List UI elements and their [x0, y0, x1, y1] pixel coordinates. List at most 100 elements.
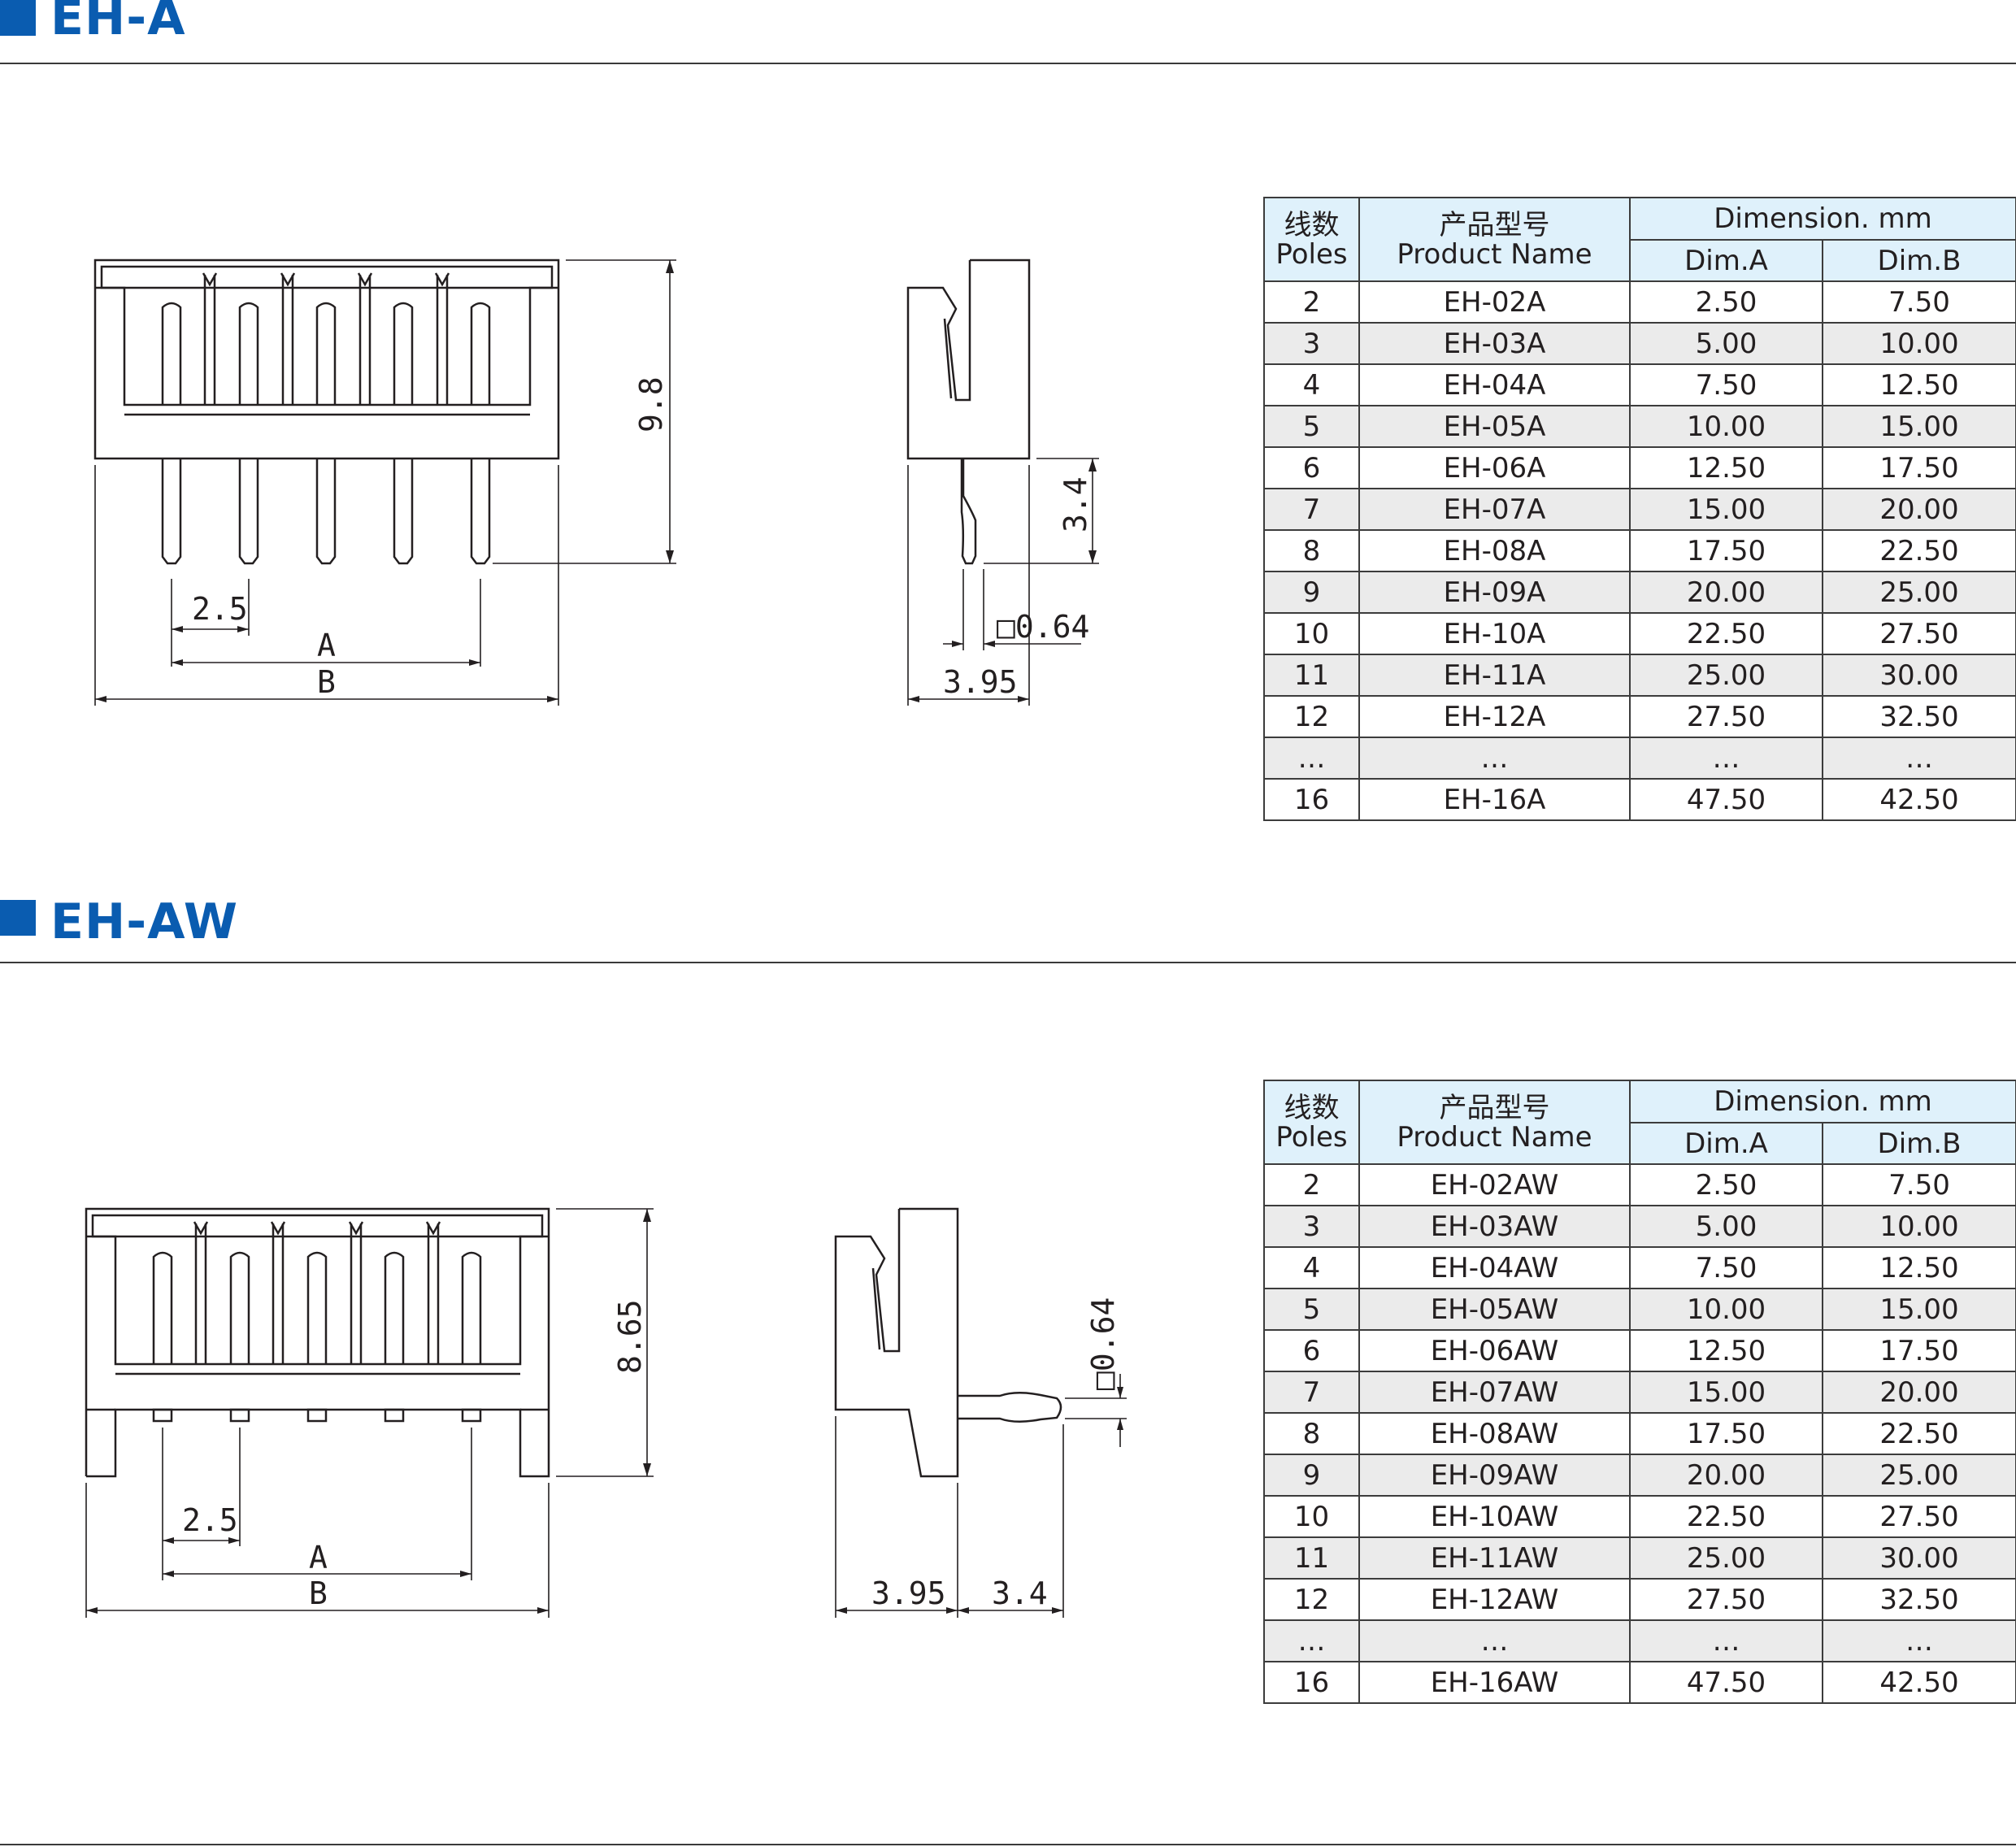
cell-poles: …	[1263, 737, 1360, 780]
cell-dim-a: 22.50	[1629, 612, 1823, 655]
cell-dim-b: 15.00	[1822, 405, 2016, 448]
cell-poles: 4	[1263, 1246, 1360, 1289]
header-product-name: 产品型号 Product Name	[1358, 197, 1631, 282]
dimension-table-eh-a: 线数 Poles 产品型号 Product Name Dimension. mm…	[1263, 197, 2016, 821]
cell-dim-b: 32.50	[1822, 1578, 2016, 1621]
cell-name: EH-04A	[1358, 363, 1631, 406]
section-header-eh-a: EH-A	[0, 0, 2016, 73]
header-name-cn: 产品型号	[1439, 208, 1550, 241]
cell-name: EH-11A	[1358, 654, 1631, 697]
pitch-dimension-label: 2.5	[192, 591, 248, 627]
header-name-cn: 产品型号	[1439, 1091, 1550, 1124]
cell-dim-b: 7.50	[1822, 280, 2016, 324]
cell-name: EH-08AW	[1358, 1412, 1631, 1455]
dimension-lines	[85, 1208, 654, 1618]
table-row: …………	[1263, 1619, 2016, 1662]
cell-dim-a: 47.50	[1629, 778, 1823, 821]
pin-slots	[193, 1221, 441, 1364]
cell-name: EH-10A	[1358, 612, 1631, 655]
side-pin	[958, 1392, 1062, 1423]
side-view-drawing-eh-aw: □0.64 3.95 3.4	[834, 1207, 1127, 1618]
section-divider	[0, 962, 2016, 963]
cell-poles: 3	[1263, 322, 1360, 365]
pin-square-label: □0.64	[1085, 1297, 1121, 1390]
housing-outline	[85, 1207, 550, 1478]
cell-dim-a: 7.50	[1629, 363, 1823, 406]
cell-name: EH-04AW	[1358, 1246, 1631, 1289]
cell-dim-a: 20.00	[1629, 1454, 1823, 1497]
cell-dim-a: 17.50	[1629, 1412, 1823, 1455]
header-poles-cn: 线数	[1284, 208, 1340, 241]
cell-dim-b: 10.00	[1822, 322, 2016, 365]
cell-dim-b: 20.00	[1822, 488, 2016, 531]
pitch-dimension-label: 2.5	[182, 1502, 238, 1538]
cell-dim-a: 10.00	[1629, 1288, 1823, 1331]
cell-poles: 2	[1263, 1163, 1360, 1206]
cell-dim-a: 20.00	[1629, 571, 1823, 614]
header-dim-b: Dim.B	[1822, 239, 2016, 282]
cell-poles: 10	[1263, 1495, 1360, 1538]
arrowheads	[86, 1209, 651, 1614]
cell-dim-a: 25.00	[1629, 654, 1823, 697]
depth-dimension-label: 3.95	[943, 664, 1018, 700]
arrowheads	[836, 1387, 1123, 1614]
pin-length-label: 3.4	[1058, 476, 1093, 532]
cell-dim-a: 15.00	[1629, 488, 1823, 531]
pin-length-label: 3.4	[992, 1575, 1048, 1611]
header-name-en: Product Name	[1397, 1120, 1592, 1154]
dimension-table-eh-aw: 线数 Poles 产品型号 Product Name Dimension. mm…	[1263, 1080, 2016, 1704]
pin-square-label: □0.64	[997, 609, 1089, 645]
cell-dim-b: 20.00	[1822, 1371, 2016, 1414]
cell-dim-b: 22.50	[1822, 1412, 2016, 1455]
cell-name: EH-16A	[1358, 778, 1631, 821]
cell-poles: 2	[1263, 280, 1360, 324]
depth-dimension-label: 3.95	[871, 1575, 946, 1611]
cell-poles: 6	[1263, 446, 1360, 489]
cell-dim-b: 30.00	[1822, 1536, 2016, 1580]
cell-name: …	[1358, 737, 1631, 780]
cell-name: EH-16AW	[1358, 1661, 1631, 1704]
section-title: EH-AW	[50, 893, 239, 950]
cell-name: EH-07A	[1358, 488, 1631, 531]
cell-poles: 7	[1263, 488, 1360, 531]
cell-dim-a: …	[1629, 737, 1823, 780]
cell-poles: 7	[1263, 1371, 1360, 1414]
header-poles: 线数 Poles	[1263, 1080, 1360, 1165]
cell-name: …	[1358, 1619, 1631, 1662]
header-dim-b: Dim.B	[1822, 1122, 2016, 1165]
cell-name: EH-08A	[1358, 529, 1631, 572]
cell-dim-a: 47.50	[1629, 1661, 1823, 1704]
cell-dim-a: 27.50	[1629, 1578, 1823, 1621]
cell-name: EH-03A	[1358, 322, 1631, 365]
cell-poles: 9	[1263, 1454, 1360, 1497]
cell-poles: 12	[1263, 1578, 1360, 1621]
cell-dim-a: 5.00	[1629, 1205, 1823, 1248]
pins	[161, 302, 491, 565]
page-bottom-divider	[0, 1844, 2016, 1845]
arrowheads	[908, 458, 1097, 702]
cell-dim-a: 2.50	[1629, 280, 1823, 324]
front-view-drawing-eh-a: 2.5 A B 9.8	[93, 259, 676, 706]
side-view-drawing-eh-a: 3.4 □0.64 3.95	[906, 259, 1099, 706]
cell-dim-b: 32.50	[1822, 695, 2016, 738]
cell-dim-b: 22.50	[1822, 529, 2016, 572]
cell-poles: 12	[1263, 695, 1360, 738]
header-dim-a: Dim.A	[1629, 239, 1823, 282]
dimension-lines	[835, 1374, 1127, 1618]
table-row: …………	[1263, 737, 2016, 780]
header-product-name: 产品型号 Product Name	[1358, 1080, 1631, 1165]
